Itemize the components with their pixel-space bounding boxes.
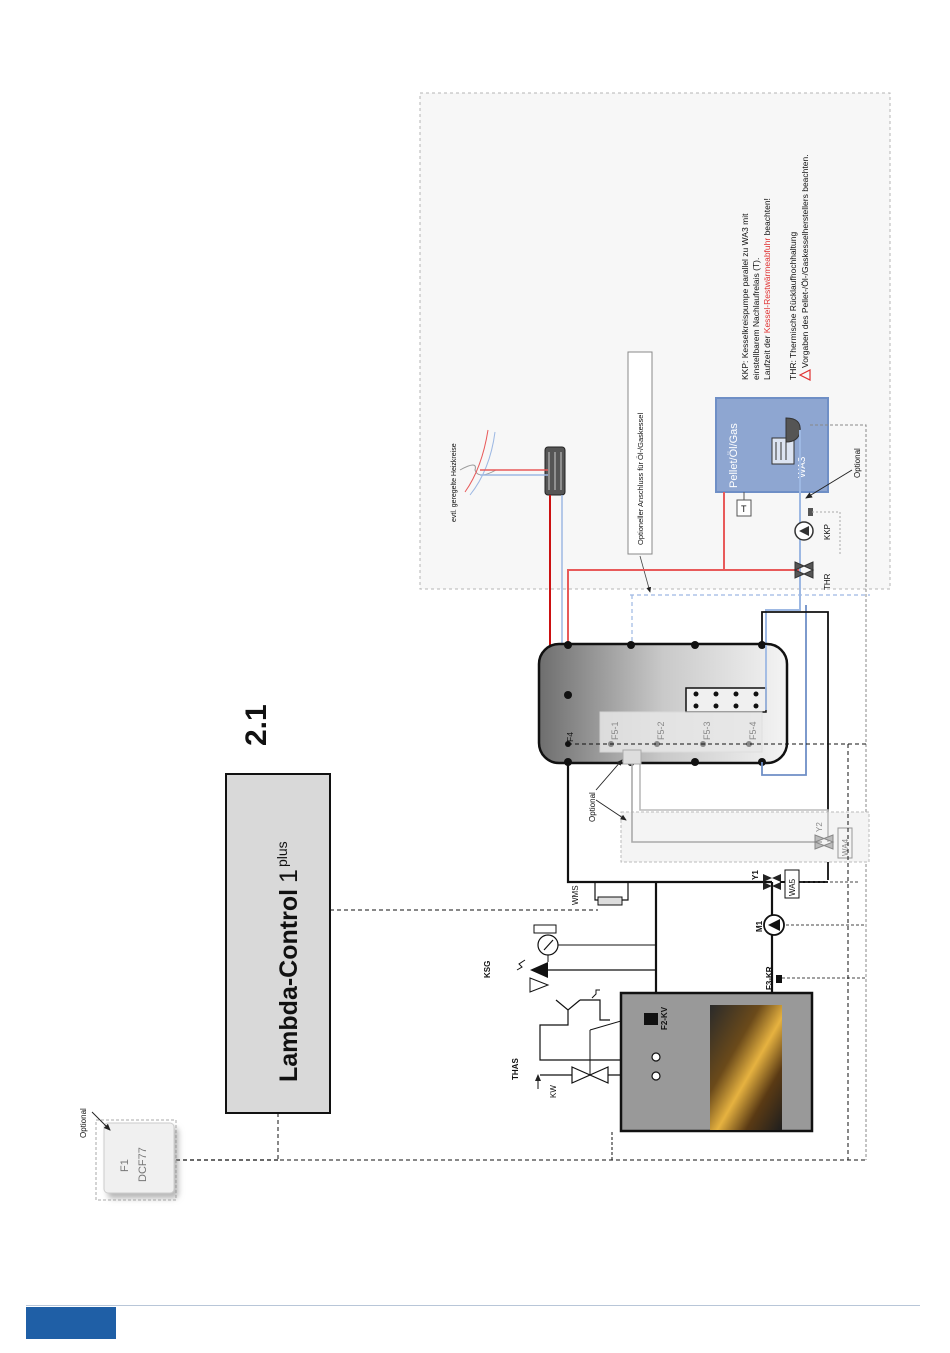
notes-block: KKP: Kesselkreispumpe parallel zu WA3 mi… — [740, 154, 810, 380]
optional-connection-box — [627, 351, 653, 555]
sensor-strip — [599, 711, 763, 753]
kw-label: KW — [549, 1085, 558, 1098]
store-coil — [685, 687, 767, 713]
sensor-dcf77-label: DCF77 — [137, 1147, 149, 1182]
heating-circuits-label: evtl. geregelte Heizkreise — [451, 443, 458, 522]
thas-label: THAS — [511, 1058, 520, 1080]
thr-valve — [793, 561, 815, 579]
f5-4-label: F5-4 — [748, 721, 758, 740]
boiler-supply-line — [567, 492, 725, 643]
note-kkp-3: Laufzeit der Kessel-Restwärmeabfuhr beac… — [762, 198, 772, 380]
y1-label: Y1 — [751, 870, 760, 880]
y2-valve — [813, 834, 835, 850]
main-supply-pipe — [566, 762, 772, 884]
sensor-optional-label: Optional — [79, 1108, 88, 1138]
thr-label: THR — [823, 573, 832, 590]
footer-rule — [26, 1305, 920, 1306]
wa5-label: WA5 — [788, 878, 797, 896]
boiler-name: Pellet/Öl/Gas — [728, 423, 740, 488]
note-kkp-1: KKP: Kesselkreispumpe parallel zu WA3 mi… — [740, 213, 750, 380]
control-wire-bottom — [277, 1113, 866, 1161]
f5-1-label: F5-1 — [610, 721, 620, 740]
store-return-blue — [761, 605, 807, 776]
section-number: 2.1 — [240, 704, 273, 746]
m1-label: M1 — [755, 920, 764, 932]
wms-sensor — [597, 896, 623, 906]
f5-2-label: F5-2 — [656, 721, 666, 740]
wa4-label: WA4 — [841, 838, 850, 856]
wms-label: WMS — [571, 885, 580, 905]
dcf77-sensor — [103, 1122, 175, 1194]
burner-icon — [771, 417, 801, 465]
store-right-loop — [761, 611, 829, 880]
note-kkp-2: einstellbarem Nachlaufrelais (T). — [751, 258, 761, 380]
controller-box — [225, 773, 331, 1114]
optional-boiler-area — [419, 92, 891, 590]
f2-kv-label: F2-KV — [660, 1006, 669, 1030]
y1-valve — [763, 874, 781, 890]
store-optional-label: Optional — [588, 792, 597, 822]
footer-page-tab — [26, 1307, 116, 1339]
y2-label: Y2 — [815, 822, 824, 832]
note-thr: THR: Thermische Rücklaufhochhaltung — [788, 232, 798, 380]
boiler-return-line — [765, 430, 801, 645]
controller-title: Lambda-Control1plus — [274, 841, 303, 1082]
note-warning: Vorgaben des Pellet-/Öl-/Gaskesselherste… — [800, 154, 810, 368]
boiler-optional-label: Optional — [853, 448, 862, 478]
sensor-f1-label: F1 — [119, 1159, 131, 1172]
f3-kr-label: F3-KR — [765, 966, 774, 990]
sensor-box-outer — [95, 1119, 177, 1201]
optional-connection-label: Optioneller Anschluss für Öl-/Gaskessel — [636, 413, 645, 545]
boiler-id: WA3 — [797, 456, 808, 478]
warning-icon — [798, 369, 811, 381]
drain-funnel — [555, 999, 581, 1011]
fire-chamber — [710, 1005, 782, 1130]
f4-label: F4 — [565, 732, 575, 742]
ksg-label: KSG — [483, 961, 492, 978]
kkp-label: KKP — [823, 524, 832, 540]
heating-circuits-symbol — [459, 429, 497, 496]
timer-relay-label: T — [741, 504, 747, 514]
ksg-valve — [530, 962, 548, 978]
f5-3-label: F5-3 — [702, 721, 712, 740]
